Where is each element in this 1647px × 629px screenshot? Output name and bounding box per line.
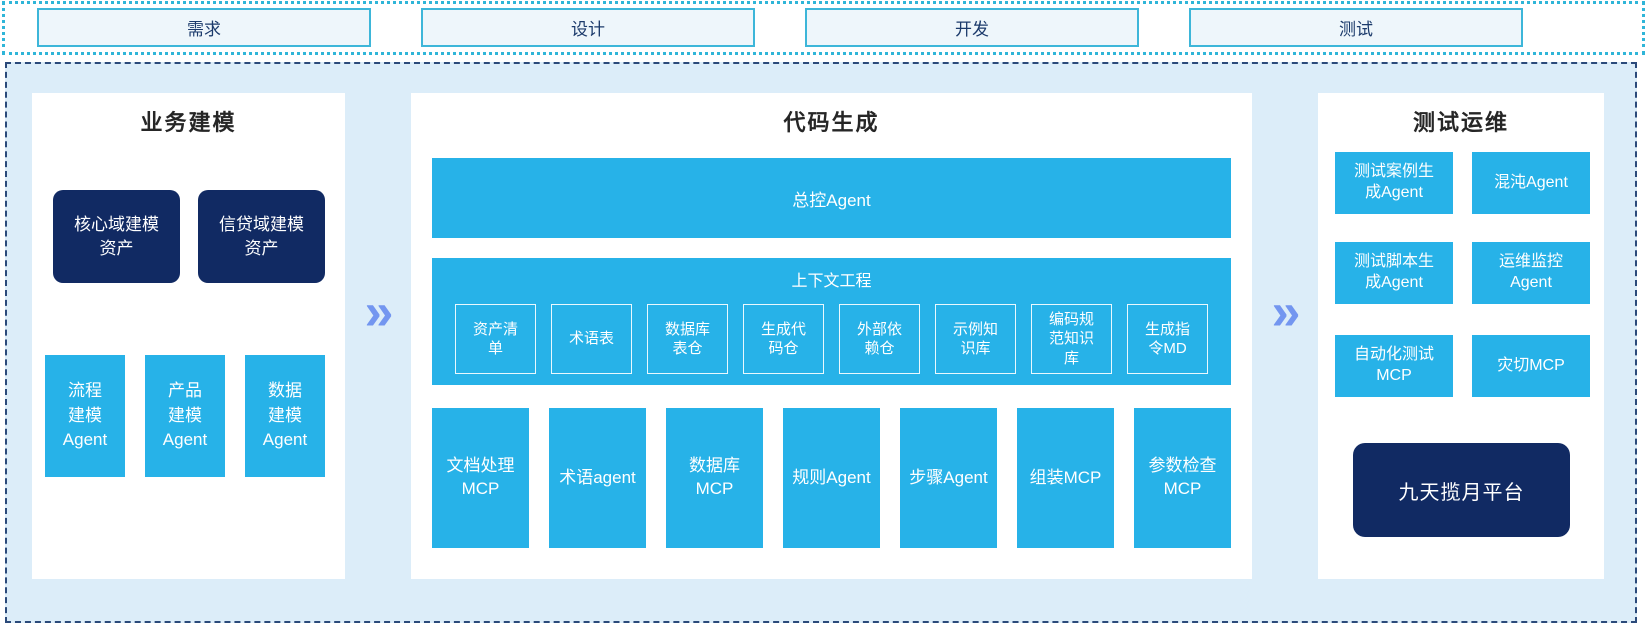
master-agent-bar: 总控Agent [432, 158, 1231, 238]
test-ops-panel: 测试运维 测试案例生 成Agent 混沌Agent 测试脚本生 成Agent 运… [1318, 93, 1604, 579]
test-case-gen-agent-box: 测试案例生 成Agent [1335, 152, 1453, 214]
coding-standards-kb-box: 编码规 范知识 库 [1031, 304, 1112, 374]
tools-row: 文档处理 MCP 术语agent 数据库 MCP 规则Agent 步骤Agent… [432, 408, 1231, 548]
assembly-mcp-box: 组装MCP [1017, 408, 1114, 548]
data-modeling-agent-box: 数据 建模 Agent [245, 355, 325, 477]
example-knowledge-base-box: 示例知 识库 [935, 304, 1016, 374]
test-ops-title: 测试运维 [1412, 110, 1509, 135]
rule-agent-box: 规则Agent [783, 408, 880, 548]
double-chevron-right-icon: » [1271, 283, 1301, 341]
phase-box-testing: 测试 [1189, 8, 1523, 47]
phase-box-development: 开发 [805, 8, 1139, 47]
jiutian-lanyue-platform-box: 九天揽月平台 [1353, 443, 1570, 537]
product-modeling-agent-box: 产品 建模 Agent [145, 355, 225, 477]
db-table-repo-box: 数据库 表仓 [647, 304, 728, 374]
automated-test-mcp-box: 自动化测试 MCP [1335, 335, 1453, 397]
code-generation-title: 代码生成 [783, 110, 880, 135]
business-modeling-title: 业务建模 [140, 110, 237, 135]
credit-domain-asset-box: 信贷域建模 资产 [198, 190, 325, 283]
process-modeling-agent-box: 流程 建模 Agent [45, 355, 125, 477]
phase-box-requirements: 需求 [37, 8, 371, 47]
context-items-row: 资产清 单 术语表 数据库 表仓 生成代 码仓 外部依 赖仓 示例知 识库 编码… [432, 304, 1231, 374]
test-script-gen-agent-box: 测试脚本生 成Agent [1335, 242, 1453, 304]
context-engineering-box: 上下文工程 资产清 单 术语表 数据库 表仓 生成代 码仓 外部依 赖仓 示例知… [432, 258, 1231, 385]
ops-monitoring-agent-box: 运维监控 Agent [1472, 242, 1590, 304]
step-agent-box: 步骤Agent [900, 408, 997, 548]
business-modeling-panel: 业务建模 核心域建模 资产 信贷域建模 资产 流程 建模 Agent 产品 建模… [32, 93, 345, 579]
generation-instruction-md-box: 生成指 令MD [1127, 304, 1208, 374]
disaster-switch-mcp-box: 灾切MCP [1472, 335, 1590, 397]
terminology-agent-box: 术语agent [549, 408, 646, 548]
context-engineering-title: 上下文工程 [791, 273, 872, 290]
external-dependency-repo-box: 外部依 赖仓 [839, 304, 920, 374]
phase-strip: 需求 设计 开发 测试 [2, 1, 1645, 55]
param-check-mcp-box: 参数检查 MCP [1134, 408, 1231, 548]
chaos-agent-box: 混沌Agent [1472, 152, 1590, 214]
core-domain-asset-box: 核心域建模 资产 [53, 190, 180, 283]
glossary-box: 术语表 [551, 304, 632, 374]
database-mcp-box: 数据库 MCP [666, 408, 763, 548]
main-container: 业务建模 核心域建模 资产 信贷域建模 资产 流程 建模 Agent 产品 建模… [5, 62, 1637, 623]
doc-processing-mcp-box: 文档处理 MCP [432, 408, 529, 548]
code-generation-panel: 代码生成 总控Agent 上下文工程 资产清 单 术语表 数据库 表仓 生成代 … [411, 93, 1252, 579]
double-chevron-right-icon: » [364, 283, 394, 341]
generated-code-repo-box: 生成代 码仓 [743, 304, 824, 374]
phase-box-design: 设计 [421, 8, 755, 47]
asset-list-box: 资产清 单 [455, 304, 536, 374]
